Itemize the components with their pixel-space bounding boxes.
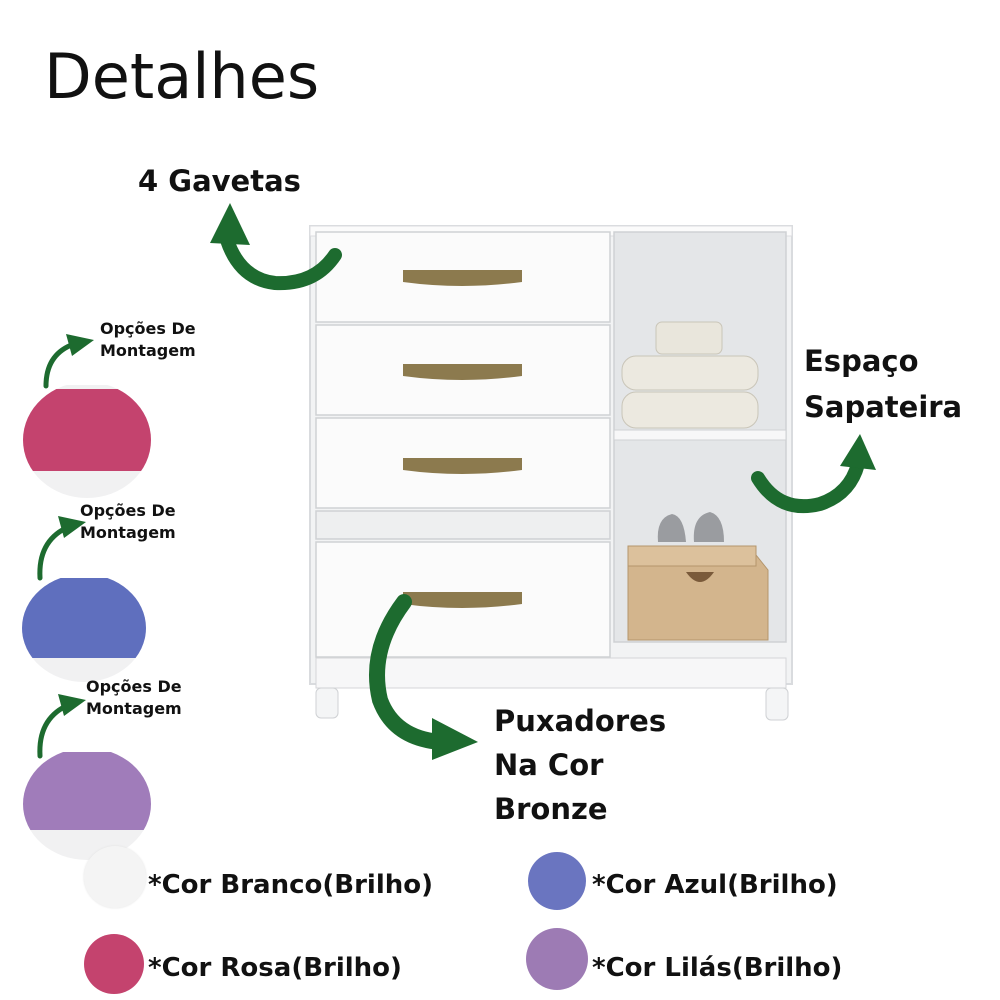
assembly-option-3-arrow-icon — [37, 694, 86, 759]
color-swatch-blue — [528, 852, 586, 910]
shoe-space-arrow-icon — [751, 434, 876, 514]
assembly-option-3-swatch — [23, 752, 151, 860]
assembly-option-2-label-line2: Montagem — [80, 523, 176, 542]
color-option-blue-label: *Cor Azul(Brilho) — [592, 870, 838, 900]
assembly-option-2-swatch — [22, 578, 146, 682]
color-option-pink-label: *Cor Rosa(Brilho) — [148, 953, 402, 983]
color-swatch-white — [84, 846, 146, 908]
assembly-option-1-label-line1: Opções De — [100, 319, 196, 338]
drawers-arrow-icon — [210, 203, 342, 291]
assembly-option-1-label-line2: Montagem — [100, 341, 196, 360]
color-option-lilac-label: *Cor Lilás(Brilho) — [592, 953, 843, 983]
assembly-option-2-arrow-icon — [37, 516, 86, 581]
page-title: Detalhes — [44, 40, 320, 113]
color-swatch-pink — [84, 934, 144, 994]
cabinet-illustration — [309, 225, 793, 721]
color-swatch-lilac — [526, 928, 588, 990]
assembly-option-2-label-line1: Opções De — [80, 501, 176, 520]
handles-label-line2: Na Cor — [494, 748, 604, 782]
assembly-option-1-swatch — [23, 385, 151, 498]
shoe-space-label-line1: Espaço — [804, 344, 919, 378]
handles-label-line1: Puxadores — [494, 704, 667, 738]
color-option-white-label: *Cor Branco(Brilho) — [148, 870, 433, 900]
assembly-option-1-arrow-icon — [43, 334, 94, 389]
drawers-label: 4 Gavetas — [138, 164, 301, 198]
assembly-option-3-label-line1: Opções De — [86, 677, 182, 696]
handles-arrow-icon — [369, 594, 478, 760]
assembly-option-3-label-line2: Montagem — [86, 699, 182, 718]
handles-label-line3: Bronze — [494, 792, 608, 826]
shoe-space-label-line2: Sapateira — [804, 390, 963, 424]
